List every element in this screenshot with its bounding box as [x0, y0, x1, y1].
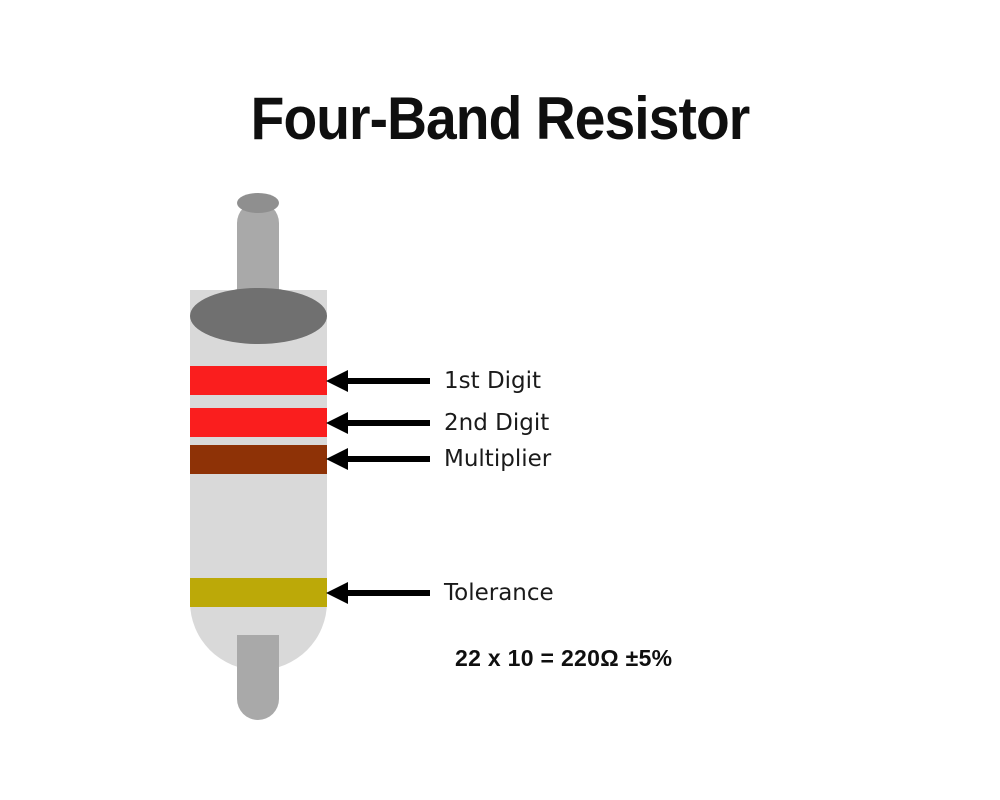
callout-label-2nd-digit: 2nd Digit — [444, 409, 550, 436]
callout-1st-digit: 1st Digit — [326, 367, 542, 394]
arrow-head-icon — [326, 582, 348, 604]
arrow-head-icon — [326, 448, 348, 470]
color-band-3[interactable] — [190, 445, 327, 474]
callout-label-tolerance: Tolerance — [444, 579, 554, 606]
arrow-shaft — [345, 590, 430, 596]
arrow-left-icon — [326, 370, 430, 392]
arrow-left-icon — [326, 448, 430, 470]
arrow-left-icon — [326, 412, 430, 434]
bottom-lead-wire — [237, 635, 279, 720]
callout-tolerance: Tolerance — [326, 579, 554, 606]
arrow-head-icon — [326, 370, 348, 392]
callout-2nd-digit: 2nd Digit — [326, 409, 550, 436]
color-band-2[interactable] — [190, 408, 327, 437]
arrow-shaft — [345, 378, 430, 384]
arrow-shaft — [345, 456, 430, 462]
callout-multiplier: Multiplier — [326, 445, 552, 472]
arrow-left-icon — [326, 582, 430, 604]
resistor-top-shoulder — [190, 288, 327, 344]
color-band-4[interactable] — [190, 578, 327, 607]
callout-label-1st-digit: 1st Digit — [444, 367, 542, 394]
arrow-head-icon — [326, 412, 348, 434]
arrow-shaft — [345, 420, 430, 426]
resistor-diagram — [150, 180, 410, 740]
resistor-body — [190, 290, 327, 670]
color-band-1[interactable] — [190, 366, 327, 395]
page-title: Four-Band Resistor — [250, 85, 751, 152]
resistance-formula: 22 x 10 = 220Ω ±5% — [455, 645, 673, 671]
top-lead-cap-icon — [237, 193, 279, 213]
callout-label-multiplier: Multiplier — [444, 445, 552, 472]
